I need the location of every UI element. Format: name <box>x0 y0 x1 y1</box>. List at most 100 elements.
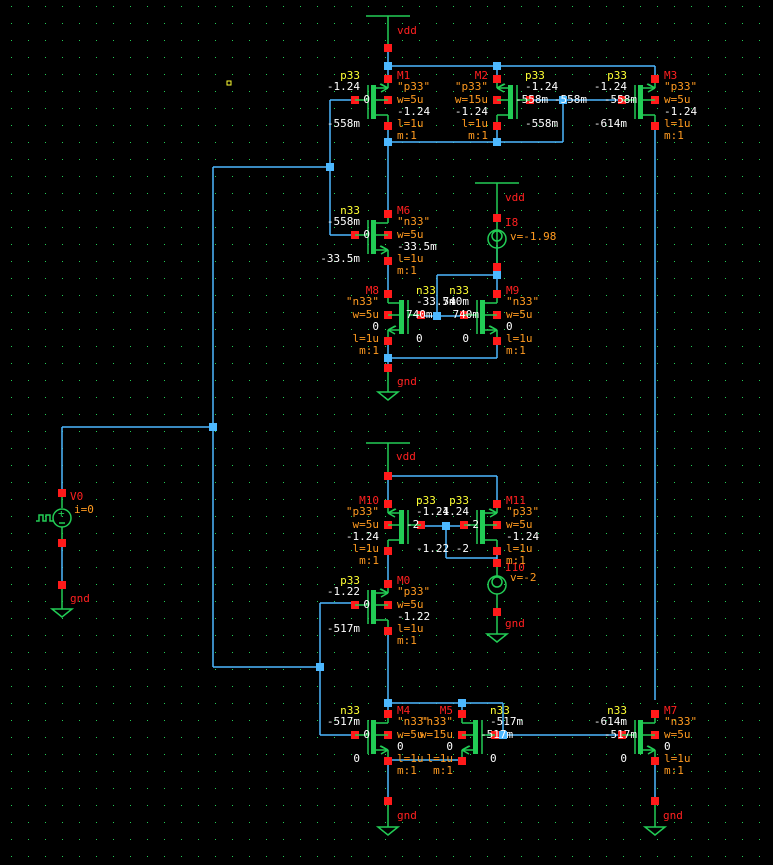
vdd-label: vdd <box>397 24 417 37</box>
width-param: w=5u <box>664 728 691 741</box>
selection-marker[interactable] <box>226 80 232 86</box>
terminal-pin[interactable] <box>384 500 392 508</box>
terminal-pin[interactable] <box>384 290 392 298</box>
width-param: w=5u <box>353 518 380 531</box>
model-label: p33 <box>607 69 627 82</box>
width-param: w=15u <box>455 93 488 106</box>
top-node-voltage: -1.24 <box>327 80 360 93</box>
cell-name: "p33" <box>397 80 430 93</box>
source-param: v=-1.98 <box>510 230 556 243</box>
gnd-label: gnd <box>70 592 90 605</box>
width-param: w=5u <box>397 228 424 241</box>
model-label: p33 <box>449 494 469 507</box>
transistor-M2[interactable]: M2"p33"w=15ul=1um:1p33-1.24-558m-1.24-55… <box>455 69 559 142</box>
instance-name: I10 <box>505 561 525 574</box>
cell-name: "n33" <box>506 295 539 308</box>
bulk-voltage: -1.22 <box>397 610 430 623</box>
terminal-pin[interactable] <box>384 580 392 588</box>
instance-name: M5 <box>440 704 453 717</box>
gnd-symbol-5[interactable]: gnd <box>642 797 683 836</box>
instance-name: M8 <box>366 284 379 297</box>
gnd-symbol-4[interactable]: gnd <box>375 797 417 836</box>
terminal-pin[interactable] <box>384 710 392 718</box>
gate-voltage: -517m <box>604 728 637 741</box>
terminal-pin[interactable] <box>493 290 501 298</box>
terminal-pin[interactable] <box>384 757 392 765</box>
multiplier-param: m:1 <box>664 764 684 777</box>
terminal-pin[interactable] <box>651 757 659 765</box>
gnd-symbol-2[interactable]: gnd <box>49 581 90 618</box>
model-label: n33 <box>490 704 510 717</box>
terminal-pin[interactable] <box>384 122 392 130</box>
terminal-pin[interactable] <box>493 75 501 83</box>
transistor-M3[interactable]: M3"p33"w=5ul=1um:1p33-1.24-558m-1.24-614… <box>554 69 698 142</box>
terminal-pin[interactable] <box>384 627 392 635</box>
instance-name: M9 <box>506 284 519 297</box>
bottom-node-voltage: 0 <box>416 332 423 345</box>
bottom-node-voltage: 0 <box>462 332 469 345</box>
length-param: l=1u <box>664 752 691 765</box>
gnd-label: gnd <box>505 617 525 630</box>
current-source-I10[interactable]: I10 v=-2 <box>487 559 537 608</box>
top-node-voltage: -558m <box>327 215 360 228</box>
terminal-pin[interactable] <box>384 337 392 345</box>
vdd-supply-3[interactable]: vdd <box>366 442 416 480</box>
instance-name: M11 <box>506 494 526 507</box>
terminal-pin[interactable] <box>384 75 392 83</box>
vdd-label: vdd <box>505 191 525 204</box>
model-label: p33 <box>340 69 360 82</box>
terminal-pin[interactable] <box>458 710 466 718</box>
model-label: p33 <box>416 494 436 507</box>
bulk-voltage: 0 <box>397 740 404 753</box>
width-param: w=5u <box>664 93 691 106</box>
terminal-pin[interactable] <box>384 210 392 218</box>
terminal-pin[interactable] <box>384 547 392 555</box>
gate-voltage: -558m <box>515 93 548 106</box>
terminal-pin[interactable] <box>651 75 659 83</box>
top-node-voltage: -517m <box>327 715 360 728</box>
terminal-pin[interactable] <box>493 337 501 345</box>
voltage-source-V0[interactable]: + V0 i=0 <box>36 489 94 547</box>
vdd-supply-1[interactable]: vdd <box>366 15 417 52</box>
gate-voltage: 0 <box>363 728 370 741</box>
bottom-node-voltage: -2 <box>456 542 469 555</box>
multiplier-param: m:1 <box>359 344 379 357</box>
gate-voltage: -2 <box>406 518 419 531</box>
top-node-voltage: -1.24 <box>436 505 469 518</box>
bottom-node-voltage: -517m <box>327 622 360 635</box>
cell-name: "p33" <box>455 80 488 93</box>
cell-name: "n33" <box>397 715 430 728</box>
bottom-node-voltage: -33.5m <box>320 252 360 265</box>
terminal-pin[interactable] <box>458 757 466 765</box>
terminal-pin[interactable] <box>493 500 501 508</box>
wires <box>61 52 656 800</box>
terminal-pin[interactable] <box>493 122 501 130</box>
junctions <box>209 62 567 739</box>
terminal-pin[interactable] <box>384 257 392 265</box>
gnd-symbol-1[interactable]: gnd <box>375 364 417 401</box>
multiplier-param: m:1 <box>506 554 526 567</box>
bulk-voltage: 0 <box>506 320 513 333</box>
terminal-pin[interactable] <box>651 710 659 718</box>
width-param: w=5u <box>397 93 424 106</box>
current-source-I8[interactable]: I8 v=-1.98 <box>487 216 556 271</box>
vdd-supply-2[interactable]: vdd <box>475 182 525 222</box>
terminal-pin[interactable] <box>493 547 501 555</box>
gnd-symbol-3[interactable]: gnd <box>484 608 525 643</box>
source-param: i=0 <box>74 503 94 516</box>
channel-bar <box>371 590 376 624</box>
terminal-pin[interactable] <box>651 122 659 130</box>
instance-name: M6 <box>397 204 410 217</box>
